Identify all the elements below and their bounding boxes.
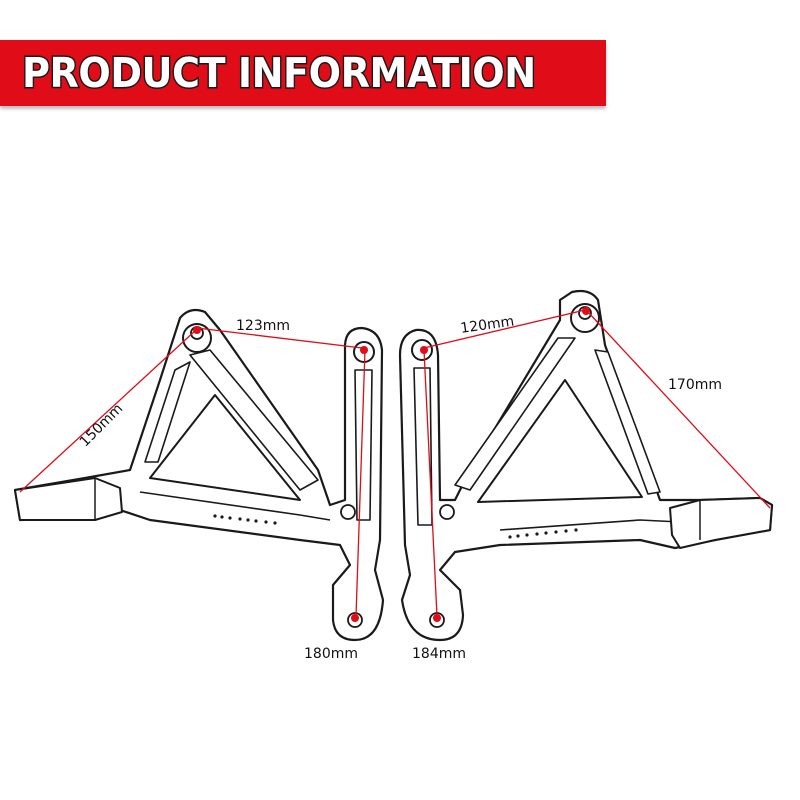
left-peg-span-label: 150mm <box>77 401 126 450</box>
product-information-banner: PRODUCT INFORMATION <box>0 40 606 106</box>
right-pivot-span-label: 120mm <box>460 313 516 336</box>
left-footpeg-bracket <box>13 308 385 642</box>
left-pivot-span-label: 123mm <box>236 318 290 334</box>
left-measure-points <box>193 326 368 622</box>
left-vertical-label: 180mm <box>304 646 358 662</box>
right-measure-points <box>420 307 590 622</box>
right-footpeg-bracket <box>398 289 774 642</box>
left-measure-lines <box>19 327 366 617</box>
right-vertical-label: 184mm <box>412 646 466 662</box>
right-peg-span-label: 170mm <box>668 377 722 393</box>
right-measure-lines <box>423 309 771 617</box>
banner-title: PRODUCT INFORMATION <box>21 48 538 99</box>
